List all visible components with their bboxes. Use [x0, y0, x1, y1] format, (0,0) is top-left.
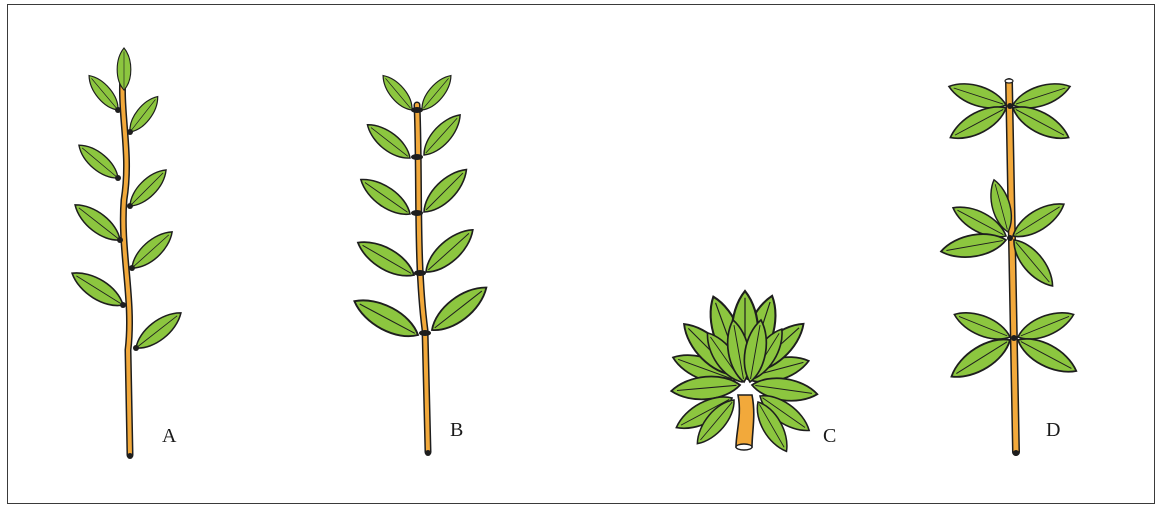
plant-b-leaf: [416, 71, 456, 115]
plant-d-leaf: [946, 330, 1016, 386]
plant-b: [349, 71, 493, 456]
plant-b-leaf: [377, 71, 417, 115]
plant-b-leaf: [353, 233, 420, 284]
plant-b-leaf: [362, 118, 415, 165]
plant-b-leaf: [349, 291, 424, 345]
plant-b-leaf: [417, 163, 473, 219]
panel-label-a: A: [162, 426, 176, 446]
panel-label-c: C: [823, 426, 836, 446]
plant-c-stem: [736, 395, 754, 447]
plant-c: [669, 291, 819, 456]
plant-a: [67, 48, 187, 459]
plant-b-leaf: [419, 222, 480, 279]
plant-d: [939, 77, 1081, 456]
plant-b-leaf: [417, 109, 466, 161]
plant-b-leaf: [355, 172, 415, 222]
plant-d-stem: [1009, 82, 1016, 452]
plant-a-leaf: [67, 265, 128, 313]
plant-b-leaf: [425, 279, 493, 339]
plant-d-leaf: [1008, 196, 1069, 244]
panel-label-d: D: [1046, 420, 1060, 440]
panel-label-b: B: [450, 420, 463, 440]
